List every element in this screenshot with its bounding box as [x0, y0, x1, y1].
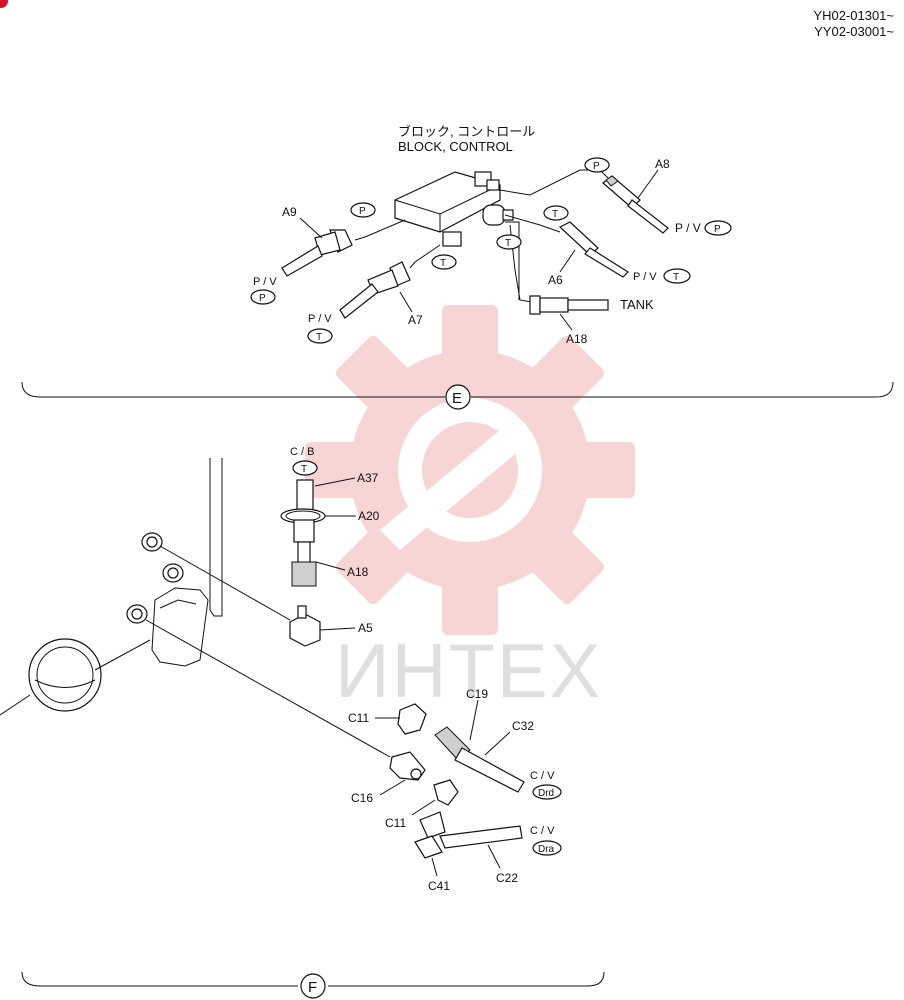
label-a8: A8	[655, 157, 670, 171]
label-a18-top: A18	[566, 332, 588, 346]
section-f-label: F	[308, 979, 317, 996]
machine-frame	[151, 458, 223, 667]
section-f-bracket: F	[21, 971, 605, 999]
section-e-label: E	[452, 390, 462, 407]
port-a6-t: T	[673, 272, 679, 283]
port-a7-t: T	[316, 332, 322, 343]
serial-number-range: YH02-01301~ YY02-03001~	[813, 8, 894, 40]
bushings	[126, 532, 184, 624]
vertical-fitting-a37	[280, 479, 326, 587]
port-dra: Dra	[538, 844, 555, 855]
cylinder-drum	[0, 638, 151, 716]
label-cv-dra: C / V	[530, 825, 555, 837]
label-pv-a6: P / V	[633, 271, 657, 283]
label-c32: C32	[512, 719, 534, 733]
label-a9: A9	[282, 205, 297, 219]
section-e-bracket: E	[21, 381, 894, 410]
fitting-c16	[389, 751, 426, 781]
fitting-a6	[558, 221, 629, 278]
fitting-a5	[289, 605, 321, 647]
label-c11-bottom: C11	[385, 816, 406, 830]
block-control-label: ブロック, コントロール BLOCK, CONTROL	[398, 124, 535, 154]
control-block	[394, 171, 514, 247]
hose-c32	[434, 726, 525, 793]
watermark-text: ИНТЕХ	[335, 629, 603, 714]
port-a9-p: P	[259, 293, 266, 304]
port-drd: Drd	[538, 788, 554, 799]
label-tank: TANK	[620, 297, 654, 312]
label-cb: C / B	[290, 446, 314, 458]
port-mid-t: T	[505, 238, 511, 249]
serial-line-2: YY02-03001~	[814, 24, 894, 39]
label-pv-a8: P / V	[675, 221, 701, 235]
hose-c22	[414, 811, 523, 859]
label-c19: C19	[466, 687, 488, 701]
serial-line-1: YH02-01301~	[813, 8, 894, 23]
label-c16: C16	[351, 791, 373, 805]
port-a9-p-top: P	[359, 206, 366, 217]
block-label-jp: ブロック, コントロール	[398, 124, 535, 139]
label-c11-top: C11	[348, 711, 369, 725]
label-c41: C41	[428, 879, 450, 893]
label-c22: C22	[496, 871, 518, 885]
port-cb-t: T	[301, 464, 307, 475]
label-pv-a9: P / V	[253, 276, 277, 288]
label-a37: A37	[357, 471, 379, 485]
label-a18-bottom: A18	[347, 565, 369, 579]
label-a20: A20	[358, 509, 380, 523]
label-a7: A7	[408, 313, 423, 327]
port-a6-t-top: T	[552, 209, 558, 220]
port-a7-t-top: T	[440, 258, 446, 269]
block-label-en: BLOCK, CONTROL	[398, 139, 513, 154]
label-a6: A6	[548, 273, 563, 287]
watermark-gear-logo	[305, 305, 635, 635]
label-pv-a7: P / V	[308, 313, 332, 325]
fitting-a18-tank	[529, 295, 609, 315]
fitting-a7	[339, 261, 411, 319]
label-a5: A5	[358, 621, 373, 635]
fitting-c11-bottom	[433, 779, 459, 806]
port-a8-p: P	[714, 224, 721, 235]
corner-mark	[0, 0, 8, 8]
fitting-a8	[602, 175, 669, 234]
label-cv-drd: C / V	[530, 770, 555, 782]
fitting-c11-top	[397, 703, 427, 735]
port-top-p: P	[593, 161, 600, 172]
block-hoses	[354, 169, 611, 303]
fitting-a9	[281, 229, 353, 277]
